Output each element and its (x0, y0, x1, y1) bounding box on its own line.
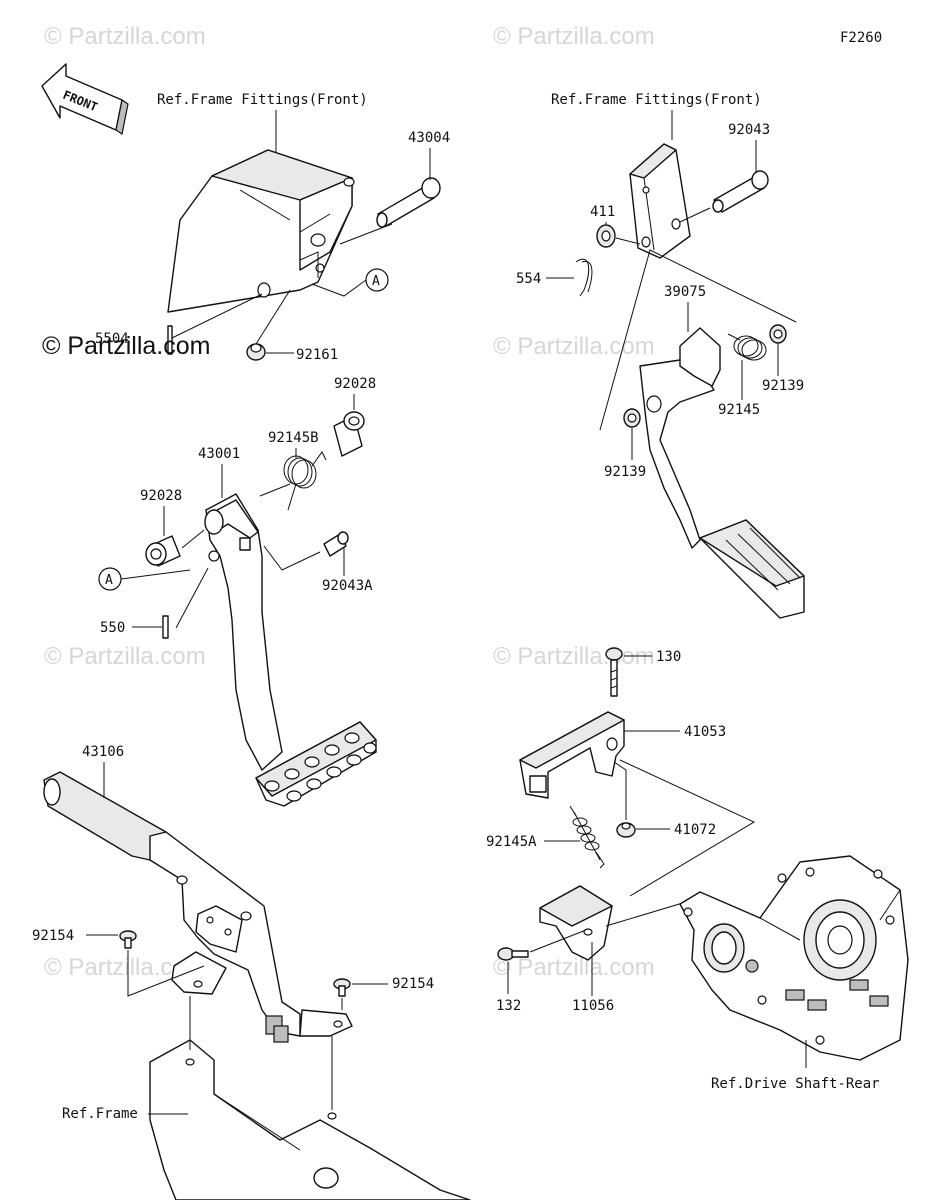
frame-outline (149, 1039, 471, 1200)
svg-text:A: A (372, 274, 380, 289)
part-92145B: 92145B (268, 430, 319, 446)
spring-92145B (283, 451, 327, 511)
part-92154-right: 92154 (392, 976, 434, 992)
leader-line (679, 207, 711, 223)
leader-line (263, 545, 321, 571)
ref-frame-fittings-right: Ref.Frame Fittings(Front) (551, 92, 762, 108)
pin-92043 (712, 170, 769, 213)
ref-frame: Ref.Frame (62, 1106, 138, 1122)
part-41053: 41053 (684, 724, 726, 740)
part-92043: 92043 (728, 122, 770, 138)
accelerator-bracket (629, 143, 691, 259)
leader-line (181, 529, 205, 549)
collar-92139-left (623, 408, 641, 428)
part-43001: 43001 (198, 446, 240, 462)
part-92161: 92161 (296, 347, 338, 363)
nut-92161 (246, 343, 266, 361)
part-92154-left: 92154 (32, 928, 74, 944)
bushing-92028-left (145, 535, 181, 567)
part-92145: 92145 (718, 402, 760, 418)
part-41072: 41072 (674, 822, 716, 838)
part-43004: 43004 (408, 130, 450, 146)
part-554: 554 (516, 271, 541, 287)
cotter-pin-550 (162, 567, 209, 639)
leader-line (171, 293, 263, 339)
part-11056: 11056 (572, 998, 614, 1014)
diagram-code: F2260 (840, 30, 882, 46)
bracket-41053 (519, 711, 625, 799)
leader-line (311, 279, 367, 297)
leader-line (605, 901, 687, 927)
part-92028-top: 92028 (334, 376, 376, 392)
callout-a-bottom: A (98, 567, 122, 591)
part-92043A: 92043A (322, 578, 373, 594)
callout-a-top: A (365, 268, 389, 292)
part-5504: 5504 (95, 331, 129, 347)
bolt-92154-right (333, 978, 351, 997)
bolt-132 (497, 947, 529, 961)
clip-554 (575, 258, 593, 297)
watermark-prominent: © Partzilla.com (42, 332, 210, 360)
rear-drive-housing (679, 855, 909, 1061)
ref-frame-fittings-left: Ref.Frame Fittings(Front) (157, 92, 368, 108)
part-92139-left: 92139 (604, 464, 646, 480)
watermark: © Partzilla.com (44, 643, 206, 670)
part-92028-left: 92028 (140, 488, 182, 504)
pedal-pad-studs (264, 732, 377, 802)
part-39075: 39075 (664, 284, 706, 300)
bolt-130 (605, 647, 623, 697)
leader-line (339, 223, 393, 245)
front-arrow-icon: FRONT (41, 63, 129, 135)
leader-line (529, 929, 587, 953)
leader-line (127, 950, 205, 997)
part-130: 130 (656, 649, 681, 665)
leader-line (613, 761, 627, 820)
part-550: 550 (100, 620, 125, 636)
watermark: © Partzilla.com (493, 333, 655, 360)
washer-411 (596, 224, 616, 248)
bracket-11056 (539, 885, 613, 961)
cotter-pin-5504 (167, 325, 173, 355)
pin-92043A (323, 531, 349, 557)
part-92139-right: 92139 (762, 378, 804, 394)
part-411: 411 (590, 204, 615, 220)
nut-41072 (616, 822, 636, 838)
watermark: © Partzilla.com (493, 954, 655, 981)
part-132: 132 (496, 998, 521, 1014)
brake-pedal-43001 (204, 493, 377, 807)
leader-line (259, 483, 291, 497)
part-92145A: 92145A (486, 834, 537, 850)
bolt-92154-left (119, 930, 137, 949)
bushing-92028-top (333, 411, 365, 457)
accelerator-pedal-arm (639, 327, 805, 619)
part-43106: 43106 (82, 744, 124, 760)
left-pedal-bracket (167, 149, 355, 313)
leader-line (255, 289, 291, 345)
svg-text:A: A (105, 573, 113, 588)
spring-92145A (569, 805, 605, 869)
leader-line (599, 249, 797, 431)
collar-92139-right (769, 324, 787, 344)
ref-drive-shaft-rear: Ref.Drive Shaft-Rear (711, 1076, 880, 1092)
leader-line (615, 237, 641, 245)
pin-43004 (376, 177, 441, 228)
leader-line (120, 569, 191, 580)
leader-line (619, 759, 756, 897)
watermark: © Partzilla.com (44, 23, 206, 50)
watermark: © Partzilla.com (493, 23, 655, 50)
spring-92145 (727, 333, 767, 361)
parking-brake-lever-43106 (43, 771, 353, 1043)
